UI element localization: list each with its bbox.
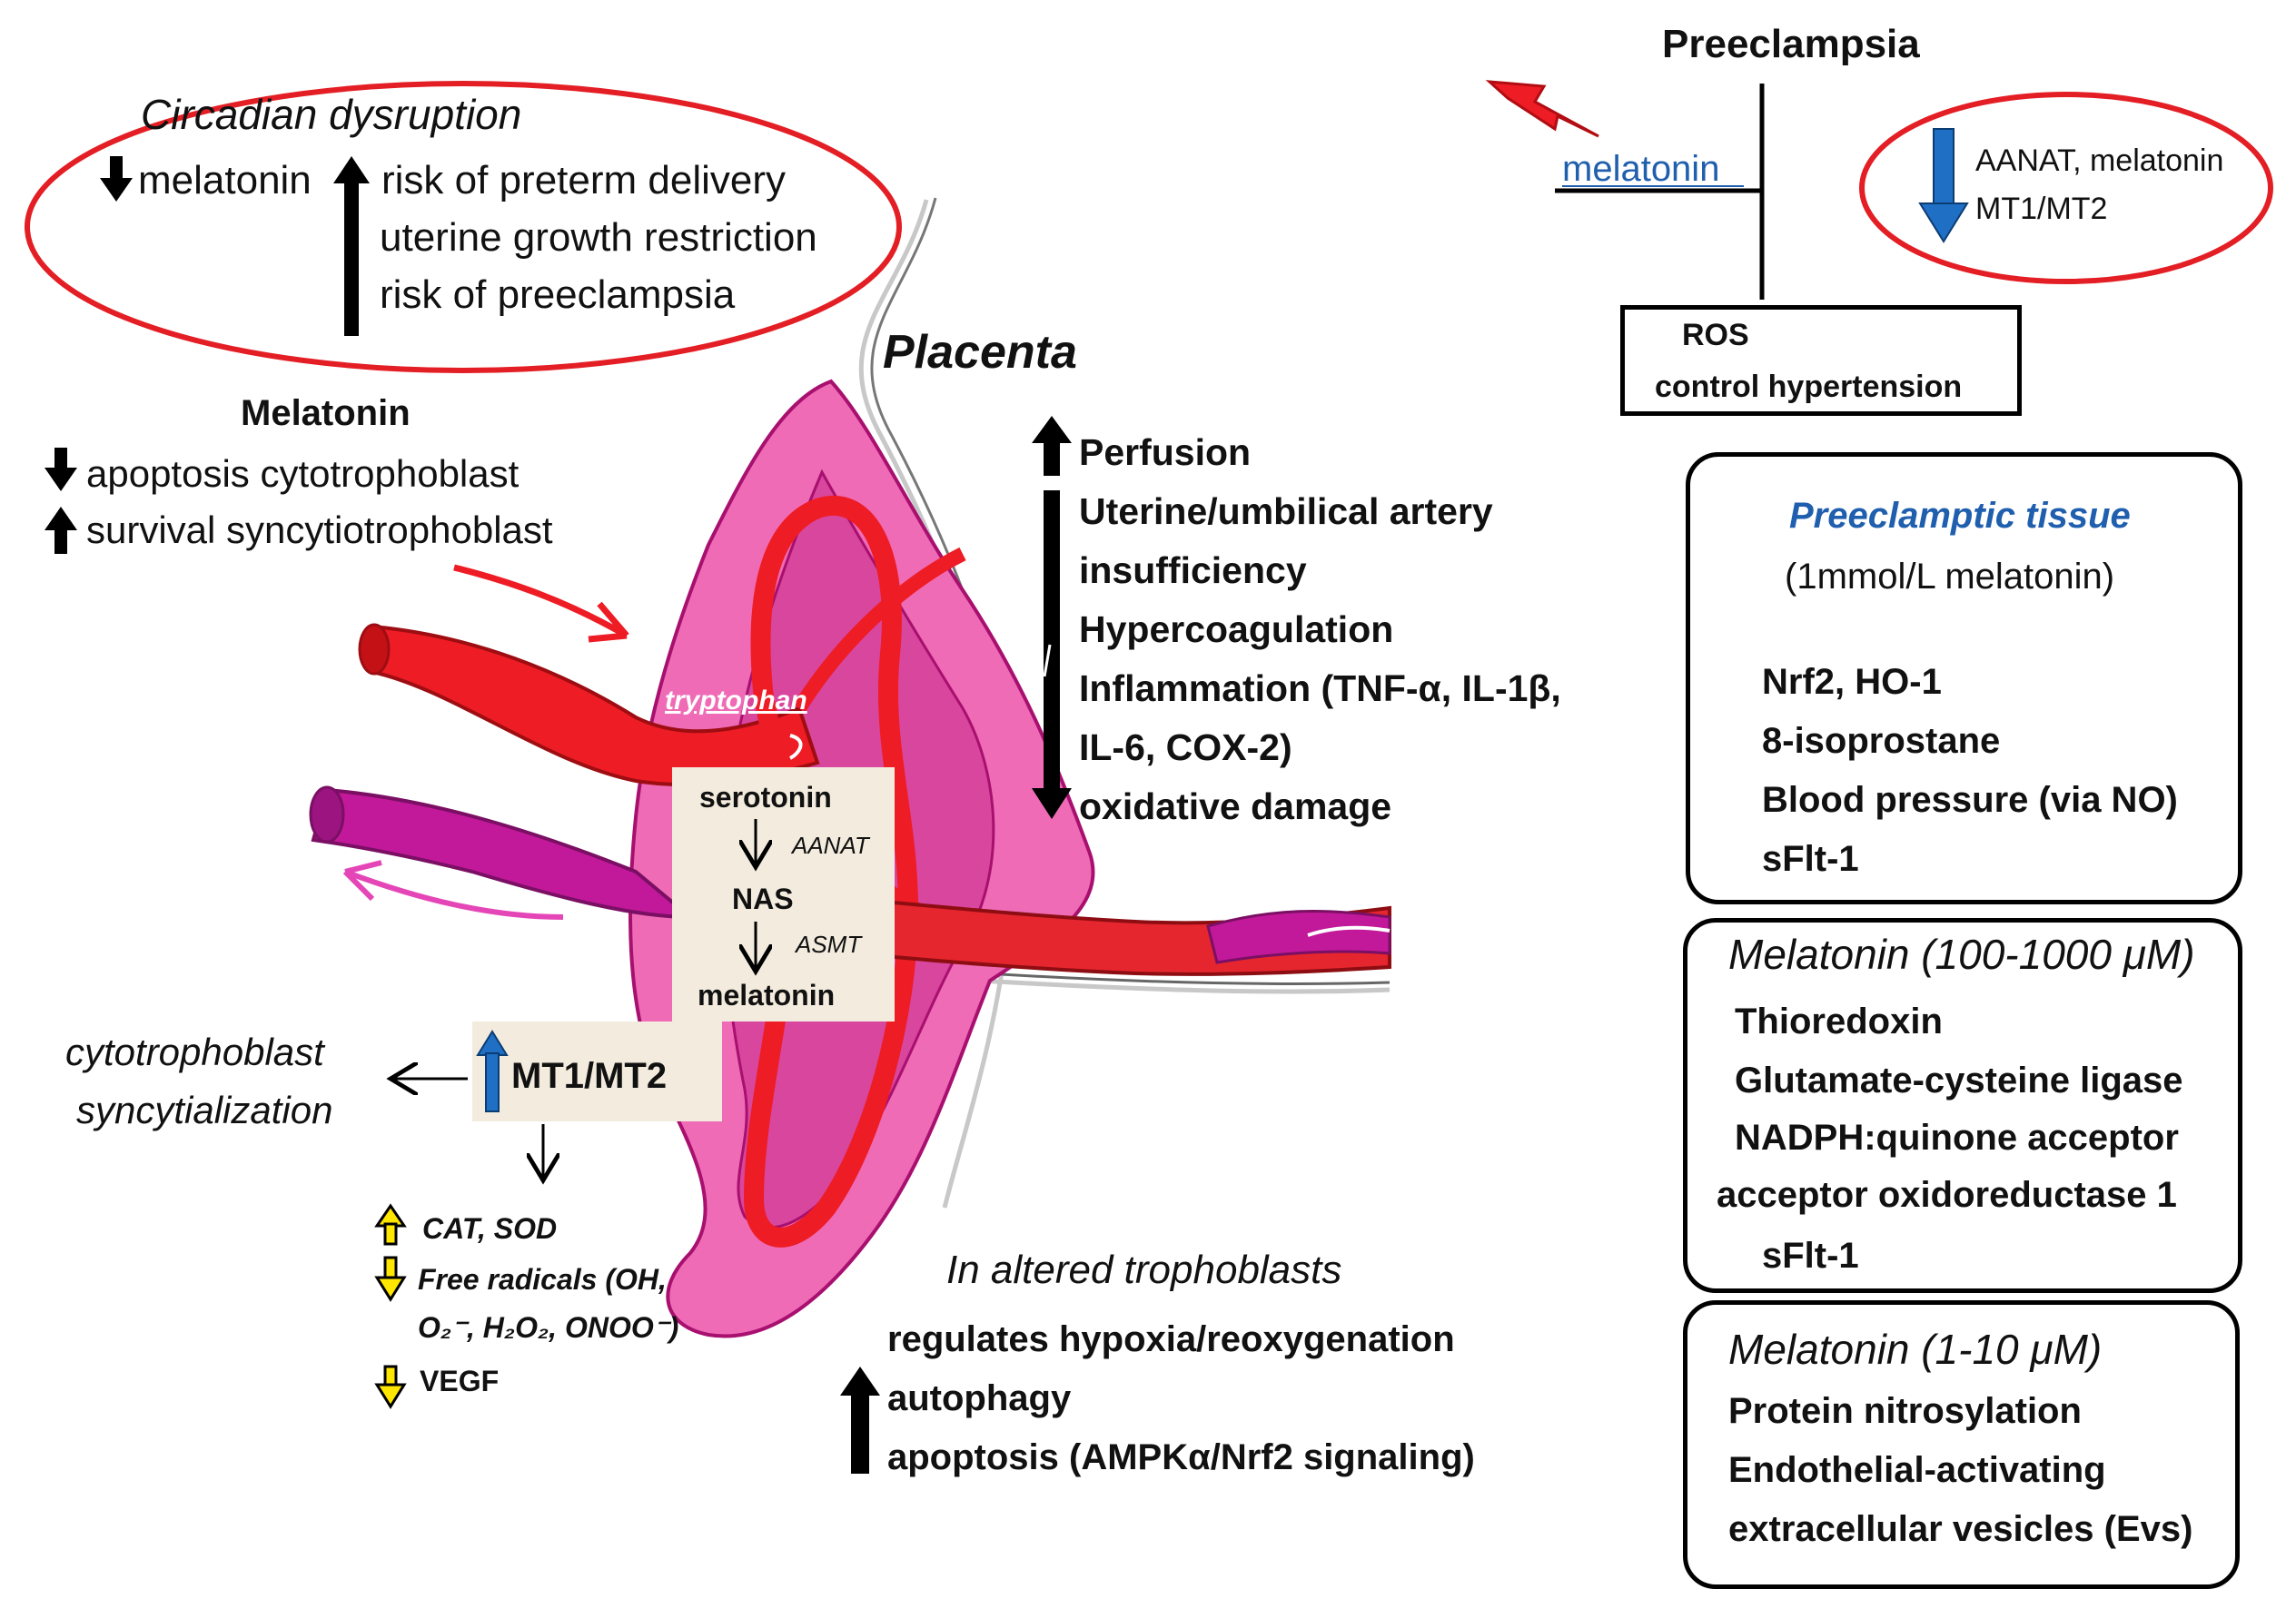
altered-title: In altered trophoblasts bbox=[946, 1248, 1342, 1292]
free-radicals-label: Free radicals (OH, bbox=[418, 1263, 667, 1296]
aanat-label: AANAT bbox=[792, 832, 869, 859]
autophagy-label: autophagy bbox=[887, 1378, 1072, 1418]
tissue-down-1: 8-isoprostane bbox=[1762, 721, 2001, 761]
syncytialization-label: syncytialization bbox=[76, 1089, 333, 1131]
tissue-down-2: Blood pressure (via NO) bbox=[1762, 780, 2178, 820]
circadian-title: Circadian dysruption bbox=[141, 91, 522, 138]
cytotrophoblast-label: cytotrophoblast bbox=[65, 1031, 324, 1073]
membrane-bottom-inner bbox=[985, 972, 1390, 986]
perfusion-label: Perfusion bbox=[1079, 431, 1252, 473]
melatonin-low-title: Melatonin (1-10 μM) bbox=[1728, 1326, 2103, 1373]
reduced-line-1: AANAT, melatonin bbox=[1975, 143, 2224, 178]
up-arrow-icon bbox=[333, 156, 370, 336]
up-arrow-icon bbox=[45, 507, 77, 554]
reduced-line-2: MT1/MT2 bbox=[1975, 192, 2108, 226]
tryptophan-label: tryptophan bbox=[665, 686, 807, 716]
ros-label: ROS bbox=[1682, 318, 1749, 352]
preeclamptic-tissue-box bbox=[1686, 452, 2242, 904]
down-arrow-icon bbox=[100, 156, 133, 202]
melatonin-effect-1: apoptosis cytotrophoblast bbox=[86, 452, 520, 495]
nas-label: NAS bbox=[732, 883, 794, 915]
tissue-down-3: sFlt-1 bbox=[1762, 839, 1859, 879]
pathway-panel bbox=[672, 767, 895, 1022]
melatonin-high-box bbox=[1683, 918, 2242, 1293]
asmt-label: ASMT bbox=[796, 931, 862, 958]
melatonin-high-down: sFlt-1 bbox=[1762, 1236, 1859, 1276]
apoptosis-label: apoptosis (AMPKα/Nrf2 signaling) bbox=[887, 1437, 1475, 1477]
down-arrow-icon bbox=[1032, 490, 1072, 819]
circadian-effect-1: risk of preterm delivery bbox=[381, 158, 787, 202]
artery-vessel bbox=[371, 624, 820, 786]
preeclampsia-title: Preeclampsia bbox=[1662, 22, 1920, 66]
venous-flow-arrow bbox=[343, 869, 564, 920]
circadian-ellipse bbox=[25, 81, 902, 373]
vegf-label: VEGF bbox=[420, 1365, 500, 1397]
melatonin-low-box bbox=[1683, 1300, 2240, 1589]
melatonin-low-down-1: Protein nitrosylation bbox=[1728, 1391, 2082, 1431]
down-arrow-icon bbox=[45, 448, 77, 491]
circadian-melatonin: melatonin bbox=[138, 158, 312, 202]
reduced-ellipse bbox=[1859, 92, 2273, 284]
melatonin-high-up-4: acceptor oxidoreductase 1 bbox=[1717, 1175, 2177, 1215]
placenta-down-2: insufficiency bbox=[1079, 549, 1307, 591]
preeclampsia-melatonin: melatonin bbox=[1562, 149, 1720, 189]
circadian-effect-3: risk of preeclampsia bbox=[380, 272, 736, 317]
vein-vessel bbox=[311, 787, 696, 920]
yellow-arrow-icon bbox=[374, 1256, 407, 1302]
pathway-melatonin-label: melatonin bbox=[698, 979, 836, 1012]
placenta-down-3: Hypercoagulation bbox=[1079, 608, 1394, 650]
placenta-down-4: Inflammation (TNF-α, IL-1β, bbox=[1079, 667, 1561, 709]
serotonin-label: serotonin bbox=[699, 781, 832, 814]
melatonin-effect-2: survival syncytiotrophoblast bbox=[86, 508, 553, 551]
ros-box bbox=[1620, 305, 2022, 416]
regulates-label: regulates hypoxia/reoxygenation bbox=[887, 1319, 1455, 1359]
cat-sod-label: CAT, SOD bbox=[422, 1212, 558, 1245]
melatonin-high-up-3: NADPH:quinone acceptor bbox=[1735, 1118, 2179, 1158]
melatonin-effects-title: Melatonin bbox=[241, 393, 411, 433]
melatonin-high-up-2: Glutamate-cysteine ligase bbox=[1735, 1061, 2183, 1101]
arterial-flow-arrow bbox=[453, 564, 628, 639]
membrane-bottom bbox=[980, 978, 1390, 994]
blue-up-arrow-icon bbox=[476, 1030, 509, 1112]
yellow-arrow-icon bbox=[374, 1365, 407, 1409]
melatonin-low-down-3: extracellular vesicles (Evs) bbox=[1728, 1509, 2193, 1549]
hypertension-label: control hypertension bbox=[1655, 370, 1963, 404]
tissue-up: Nrf2, HO-1 bbox=[1762, 662, 1942, 702]
lightning-icon bbox=[1485, 80, 1599, 138]
mt-receptor-label: MT1/MT2 bbox=[511, 1056, 668, 1096]
receptor-panel bbox=[472, 1022, 722, 1121]
placenta-down-5: IL-6, COX-2) bbox=[1079, 726, 1292, 768]
placenta-down-6: oxidative damage bbox=[1079, 785, 1392, 827]
up-arrow-icon bbox=[840, 1367, 880, 1474]
umbilical-cord-vein bbox=[1206, 909, 1391, 964]
blue-down-arrow-icon bbox=[1918, 128, 1969, 243]
up-arrow-icon bbox=[1032, 416, 1072, 476]
melatonin-high-up-1: Thioredoxin bbox=[1735, 1002, 1943, 1041]
tissue-dose: (1mmol/L melatonin) bbox=[1785, 557, 2115, 597]
circadian-effect-2: uterine growth restriction bbox=[380, 215, 817, 260]
yellow-arrow-icon bbox=[374, 1203, 407, 1246]
ros-species-label: O₂⁻, H₂O₂, ONOO⁻) bbox=[418, 1311, 679, 1344]
tissue-title: Preeclamptic tissue bbox=[1789, 496, 2131, 536]
melatonin-high-title: Melatonin (100-1000 μM) bbox=[1728, 931, 2195, 978]
placenta-title: Placenta bbox=[883, 326, 1077, 379]
placenta-down-1: Uterine/umbilical artery bbox=[1079, 490, 1493, 532]
tryptophan-squiggle bbox=[788, 734, 803, 760]
melatonin-low-down-2: Endothelial-activating bbox=[1728, 1450, 2106, 1490]
